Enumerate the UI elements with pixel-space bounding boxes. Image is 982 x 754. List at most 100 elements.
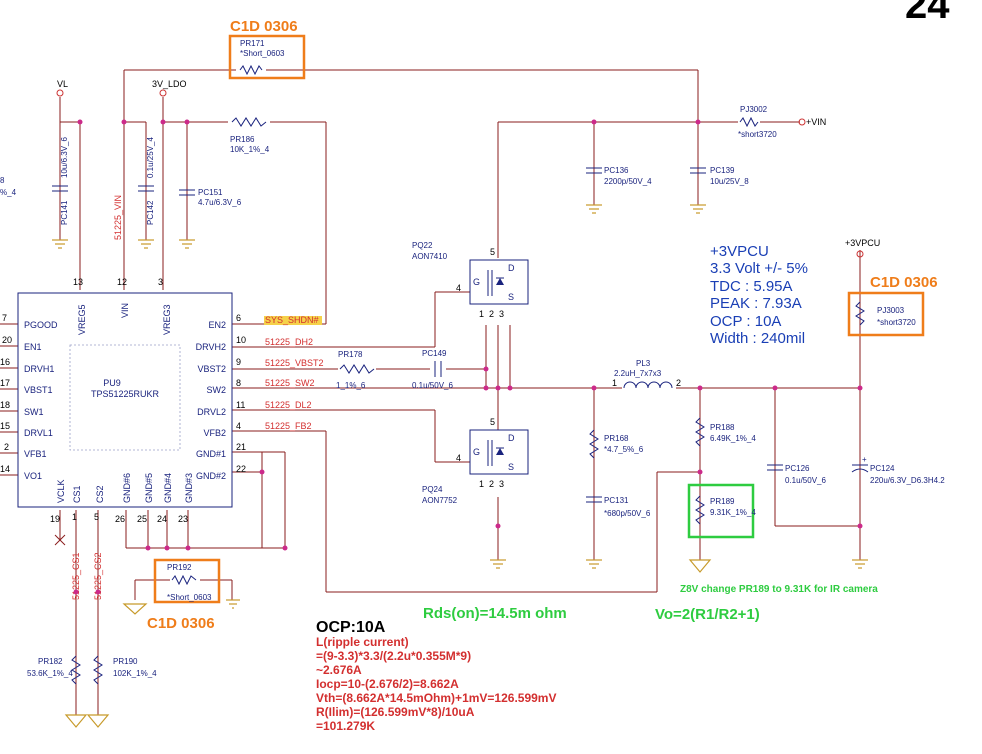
net-vin: 51225_VIN [113,195,123,240]
pc151-ref: PC151 [198,188,223,197]
svg-text:2: 2 [4,442,9,452]
pc149-ref: PC149 [422,349,447,358]
svg-text:DRVH1: DRVH1 [24,364,54,374]
pc149-value: 0.1u/50V_6 [412,381,453,390]
svg-text:DRVL1: DRVL1 [24,428,53,438]
svg-text:G: G [473,277,480,287]
left-cut-text-1: 8 [0,176,5,185]
svg-text:21: 21 [236,442,246,452]
pc131-ref: PC131 [604,496,629,505]
pc151-value: 4.7u/6.3V_6 [198,198,242,207]
svg-text:5: 5 [490,247,495,257]
svg-text:5: 5 [94,512,99,522]
svg-text:VO1: VO1 [24,471,42,481]
pc124-ref: PC124 [870,464,895,473]
ocp-line-1: L(ripple current) [316,635,409,649]
ocp-calculation: OCP:10A L(ripple current) =(9-3.3)*3.3/(… [316,619,556,733]
pj3003-value: *short3720 [877,318,916,327]
svg-text:VFB2: VFB2 [203,428,226,438]
svg-text:20: 20 [2,335,12,345]
pq24-ref: PQ24 [422,485,443,494]
svg-text:GND#6: GND#6 [122,473,132,503]
pr190-ref: PR190 [113,657,138,666]
pr178-ref: PR178 [338,350,363,359]
pj3002-ref: PJ3002 [740,105,768,114]
vpcu-port [856,250,864,258]
net-3v-ldo: 3V_LDO [152,79,187,89]
svg-text:12: 12 [117,277,127,287]
spec-line-3: TDC : 5.95A [710,278,793,295]
spec-line-2: 3.3 Volt +/- 5% [710,260,808,277]
pr192-orange-box [153,558,221,604]
pl3-ref: PL3 [636,359,651,368]
ocp-line-4: Iocp=10-(2.676/2)=8.662A [316,677,459,691]
svg-text:GND#2: GND#2 [196,471,226,481]
pc136-ref: PC136 [604,166,629,175]
svg-text:VBST2: VBST2 [197,364,226,374]
net-dl2: 51225_DL2 [265,400,312,410]
pr189-value: 9.31K_1%_4 [710,508,756,517]
svg-text:10: 10 [236,335,246,345]
svg-text:D: D [508,433,515,443]
pc126-value: 0.1u/50V_6 [785,476,826,485]
pc142-symbol [138,185,154,192]
svg-text:2: 2 [489,479,494,489]
svg-text:19: 19 [50,514,60,524]
left-pin-stubs [0,323,18,476]
ocp-line-5: Vth=(8.662A*14.5mOhm)+1mV=126.599mV [316,691,556,705]
pj3003-symbol [855,301,865,326]
net-vbst2: 51225_VBST2 [265,358,324,368]
sys-shdn-highlight [264,316,322,325]
svg-text:1: 1 [72,512,77,522]
svg-text:CS2: CS2 [95,485,105,503]
pc124-symbol: + [851,455,869,473]
vl-port [56,89,64,97]
ocp-line-7: =101.279K [316,719,375,733]
pq24-symbol: G D S 5 4 1 2 3 [456,417,529,489]
pr192-symbol [171,574,197,586]
svg-text:3: 3 [499,309,504,319]
svg-text:CS1: CS1 [72,485,82,503]
ic-ref: PU9 [103,378,121,388]
svg-text:S: S [508,462,514,472]
ic-bottom-pins: 19 VCLK 1 CS1 5 CS2 26 GND#6 25 GND#5 24… [50,473,194,524]
svg-text:9: 9 [236,357,241,367]
svg-text:24: 24 [157,514,167,524]
svg-text:4: 4 [456,453,461,463]
svg-text:4: 4 [456,283,461,293]
svg-text:D: D [508,263,515,273]
pc126-symbol [767,464,783,471]
pj3003-ref: PJ3003 [877,306,905,315]
ocp-line-6: R(Ilim)=(126.599mV*8)/10uA [316,705,475,719]
svg-text:SW2: SW2 [206,385,226,395]
z8v-note: Z8V change PR189 to 9.31K for IR camera [680,584,878,595]
ocp-line-3: ~2.676A [316,663,362,677]
pc151-symbol [179,189,195,196]
pl3-pin2: 2 [676,378,681,388]
net-cs1: 51225_CS1 [71,552,81,600]
pr188-value: 6.49K_1%_4 [710,434,756,443]
svg-text:25: 25 [137,514,147,524]
svg-text:4: 4 [236,421,241,431]
svg-text:DRVL2: DRVL2 [197,407,226,417]
left-cut-text-2: %_4 [0,188,17,197]
pc141-symbol [52,185,68,192]
pc136-value: 2200p/50V_4 [604,177,652,186]
svg-text:G: G [473,447,480,457]
svg-text:VREG3: VREG3 [162,304,172,335]
svg-text:15: 15 [0,421,10,431]
pr186-value: 10K_1%_4 [230,145,270,154]
net-sys-shdn: SYS_SHDN# [265,315,319,325]
svg-text:GND#3: GND#3 [184,473,194,503]
pr168-symbol [589,429,599,459]
svg-text:16: 16 [0,357,10,367]
net-vl: VL [57,79,68,89]
pr186-ref: PR186 [230,135,255,144]
ic-thermal-pad [69,344,181,451]
ldo-port [159,89,167,97]
pr186-symbol [231,117,267,127]
pr182-ref: PR182 [38,657,63,666]
svg-text:EN1: EN1 [24,342,42,352]
net-plus-vin: +VIN [806,117,826,127]
